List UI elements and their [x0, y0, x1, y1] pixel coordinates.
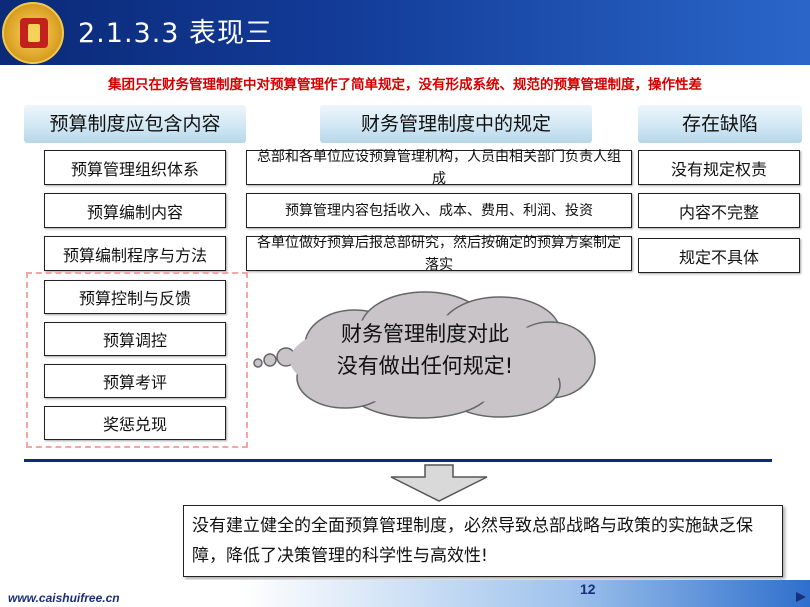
thought-cloud-icon: [253, 291, 596, 419]
page-number: 12: [580, 581, 596, 597]
down-arrow-icon: [390, 464, 488, 502]
subtitle: 集团只在财务管理制度中对预算管理作了简单规定，没有形成系统、规范的预算管理制度，…: [108, 77, 702, 93]
cloud-line-1: 财务管理制度对此: [341, 322, 509, 346]
header-bar: [0, 0, 810, 65]
defect-item: 内容不完整: [638, 193, 800, 228]
missing-item: 预算控制与反馈: [44, 280, 226, 314]
page-title: 2.1.3.3 表现三: [78, 18, 274, 49]
column-header-defects: 存在缺陷: [638, 105, 802, 143]
column-header-rules: 财务管理制度中的规定: [320, 105, 592, 143]
missing-item: 预算考评: [44, 364, 226, 398]
column-header-content: 预算制度应包含内容: [24, 105, 246, 143]
content-item: 预算编制程序与方法: [44, 236, 226, 271]
missing-items-group: [26, 272, 248, 448]
next-slide-icon[interactable]: [794, 590, 808, 604]
content-item: 预算管理组织体系: [44, 150, 226, 185]
missing-item: 预算调控: [44, 322, 226, 356]
defect-item: 规定不具体: [638, 238, 800, 273]
missing-item: 奖惩兑现: [44, 406, 226, 440]
rule-item: 总部和各单位应设预算管理机构，人员由相关部门负责人组成: [246, 149, 632, 187]
footer-bar: [0, 580, 810, 607]
conclusion-box: 没有建立健全的全面预算管理制度，必然导致总部战略与政策的实施缺乏保障，降低了决策…: [183, 505, 783, 577]
footer-url: www.caishuifree.cn: [8, 591, 120, 605]
cloud-line-2: 没有做出任何规定!: [336, 354, 514, 378]
rule-item: 预算管理内容包括收入、成本、费用、利润、投资: [246, 193, 632, 228]
emblem-logo-icon: [2, 2, 64, 64]
section-divider: [24, 459, 772, 462]
rule-item: 各单位做好预算后报总部研究，然后按确定的预算方案制定落实: [246, 235, 632, 273]
defect-item: 没有规定权责: [638, 150, 800, 185]
content-item: 预算编制内容: [44, 193, 226, 228]
cloud-message: 财务管理制度对此 没有做出任何规定!: [300, 318, 550, 382]
